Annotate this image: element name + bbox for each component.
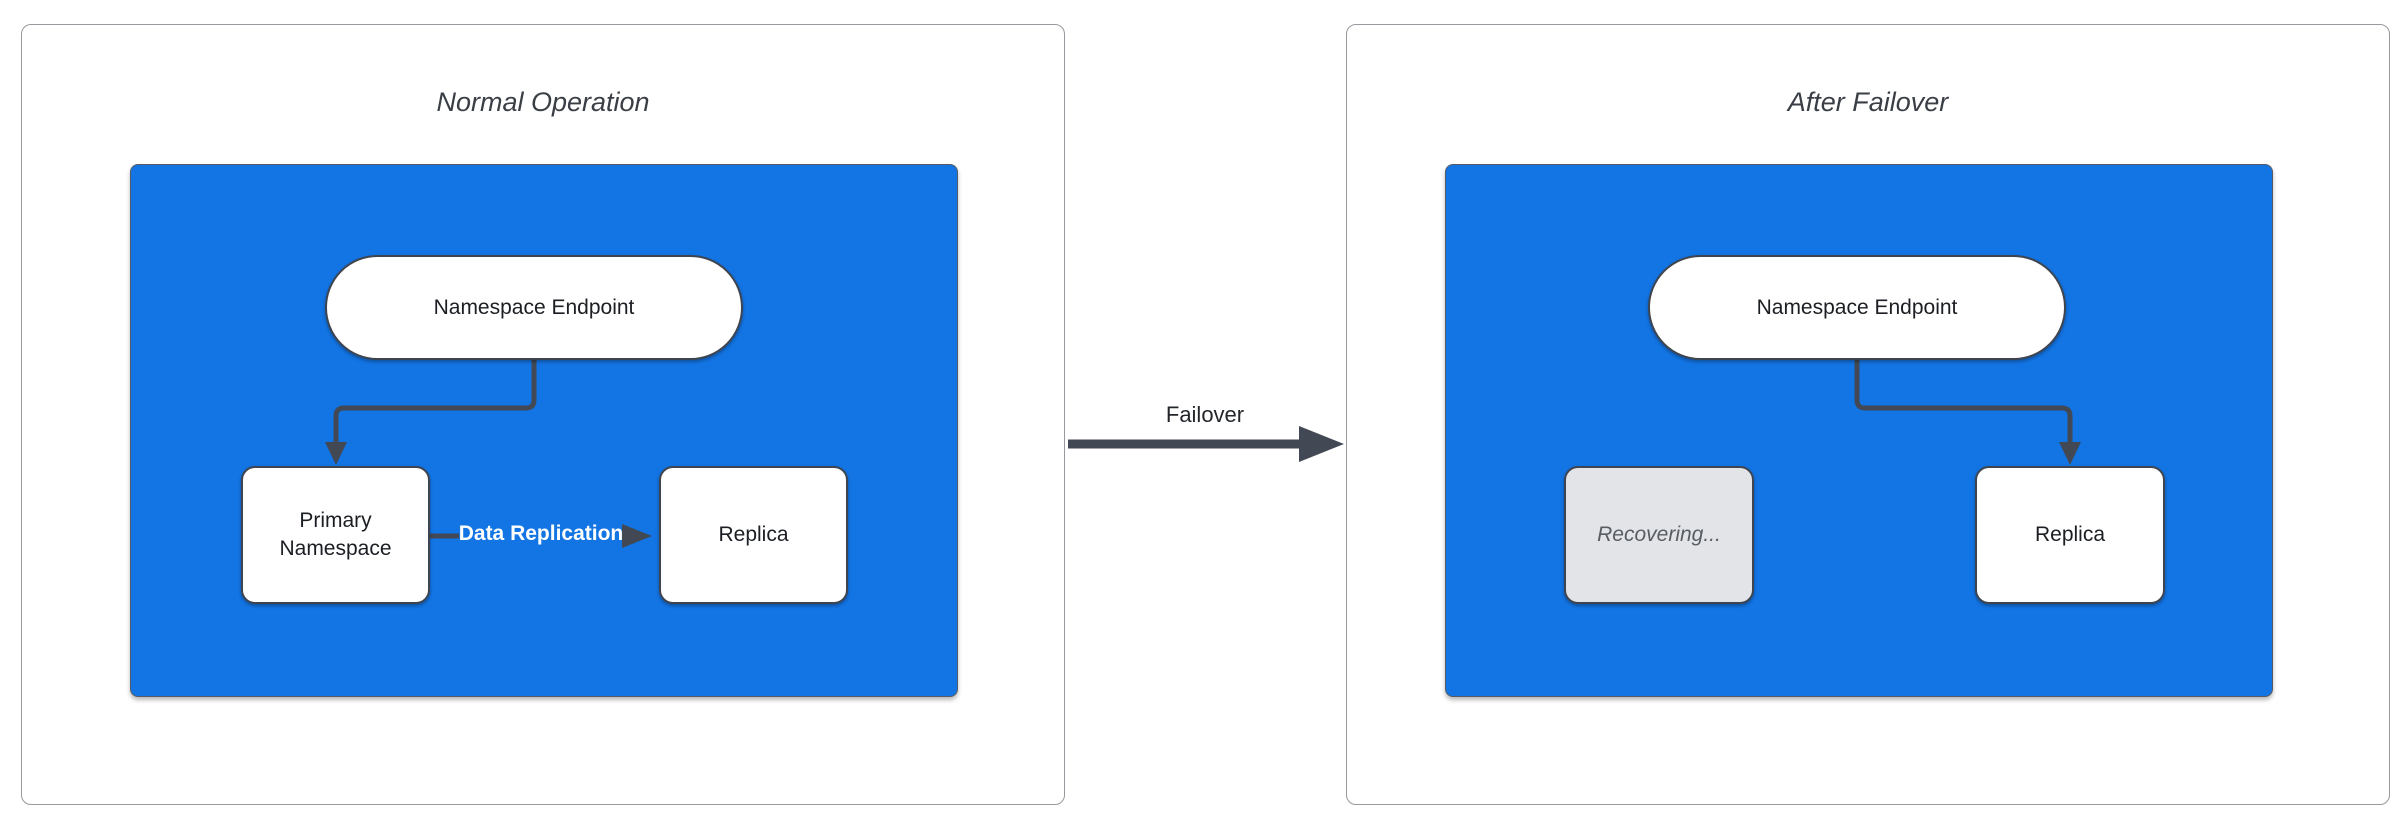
namespace-group-normal	[130, 164, 958, 697]
replica-label: Replica	[718, 523, 789, 546]
failover-arrowhead	[1299, 426, 1344, 462]
recovering-label: Recovering...	[1597, 523, 1721, 546]
primary-namespace-label: Primary Namespace	[279, 509, 392, 560]
primary-namespace-node: Primary Namespace	[241, 466, 430, 604]
replication-arrow-label: Data Replication	[458, 522, 624, 545]
namespace-endpoint-node-failover: Namespace Endpoint	[1648, 255, 2066, 360]
panel-title-after-failover: After Failover	[1787, 87, 1949, 117]
replica-node-normal: Replica	[659, 466, 848, 604]
replica-label: Replica	[2034, 523, 2106, 546]
namespace-endpoint-node-normal: Namespace Endpoint	[325, 255, 743, 360]
panel-title-normal-operation: Normal Operation	[436, 87, 650, 117]
failover-arrow-label: Failover	[1165, 402, 1245, 427]
namespace-endpoint-label: Namespace Endpoint	[1756, 295, 1958, 319]
recovering-node: Recovering...	[1564, 466, 1754, 604]
namespace-endpoint-label: Namespace Endpoint	[433, 295, 635, 319]
namespace-group-failover	[1445, 164, 2273, 697]
replica-node-failover: Replica	[1975, 466, 2165, 604]
